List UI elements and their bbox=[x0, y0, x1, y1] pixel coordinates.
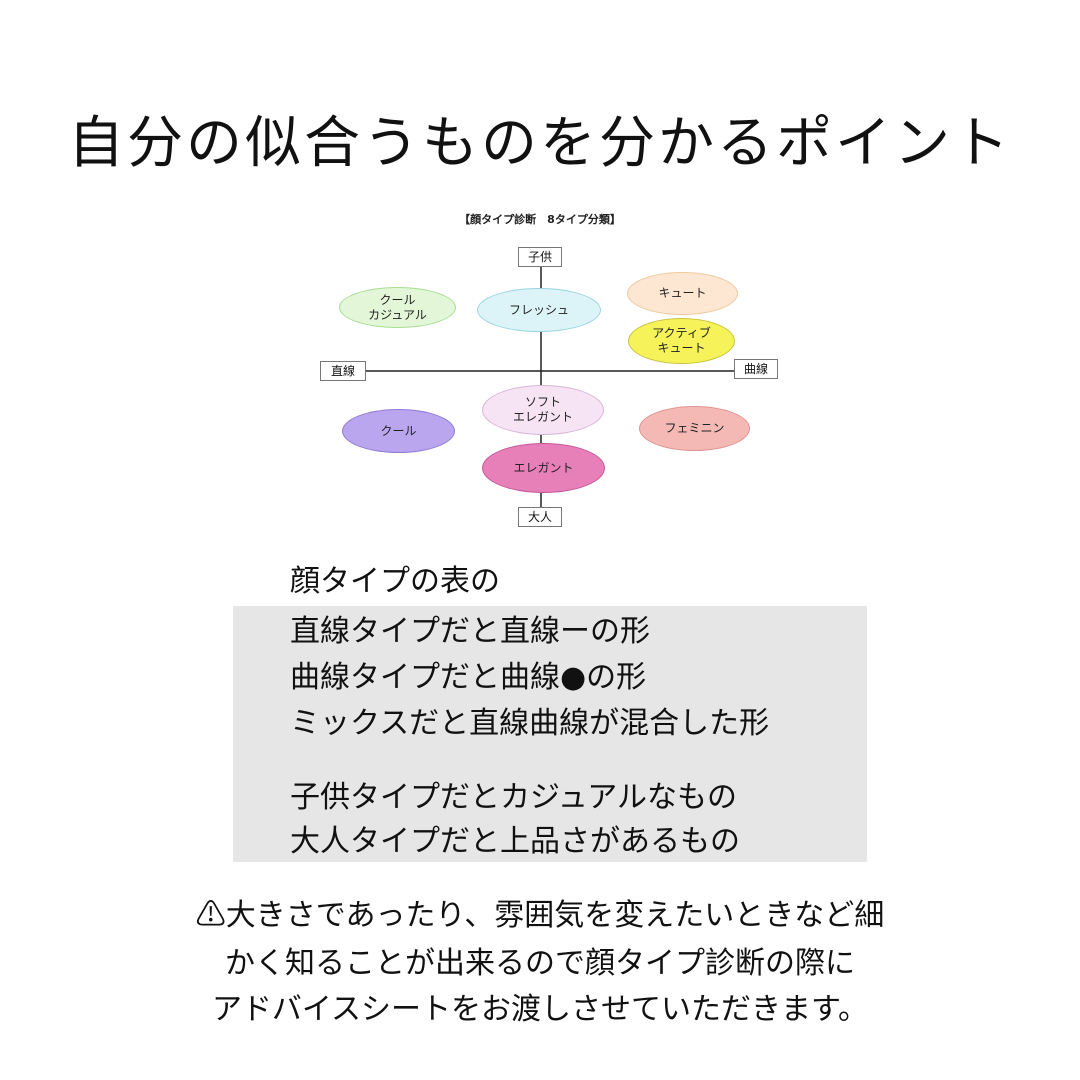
explanation-heading: 顔タイプの表の bbox=[290, 564, 500, 599]
explanation-line: 大人タイプだと上品さがあるもの bbox=[290, 824, 740, 859]
explanation-box bbox=[233, 606, 867, 862]
axis-label-curve: 曲線 bbox=[734, 359, 778, 379]
type-fresh: フレッシュ bbox=[477, 288, 601, 332]
explanation-line: 直線タイプだと直線ーの形 bbox=[290, 614, 650, 649]
note-line: かく知ることが出来るので顔タイプ診断の際に bbox=[225, 946, 855, 981]
note-line: アドバイスシートをお渡しさせていただきます。 bbox=[211, 992, 869, 1027]
type-cool: クール bbox=[342, 409, 455, 453]
type-feminine: フェミニン bbox=[639, 406, 750, 451]
type-elegant: エレガント bbox=[482, 443, 605, 493]
type-cute: キュート bbox=[627, 272, 738, 315]
type-soft-elegant: ソフト エレガント bbox=[482, 385, 604, 435]
axis-label-child: 子供 bbox=[518, 247, 562, 267]
axis-label-adult: 大人 bbox=[518, 507, 562, 527]
type-cool-casual: クール カジュアル bbox=[339, 287, 456, 328]
note-line: ⚠大きさであったり、雰囲気を変えたいときなど細 bbox=[195, 898, 885, 933]
axis-label-straight: 直線 bbox=[320, 361, 366, 381]
explanation-line: 子供タイプだとカジュアルなもの bbox=[290, 780, 737, 815]
page-title: 自分の似合うものを分かるポイント bbox=[68, 111, 1012, 176]
face-type-diagram: 【顔タイプ診断 8タイプ分類】 子供 大人 直線 曲線 クール カジュアル フレ… bbox=[300, 205, 780, 535]
explanation-line: 曲線タイプだと曲線●の形 bbox=[290, 660, 647, 695]
type-active-cute: アクティブ キュート bbox=[628, 318, 735, 364]
diagram-title: 【顔タイプ診断 8タイプ分類】 bbox=[459, 213, 621, 226]
explanation-line: ミックスだと直線曲線が混合した形 bbox=[290, 706, 770, 741]
